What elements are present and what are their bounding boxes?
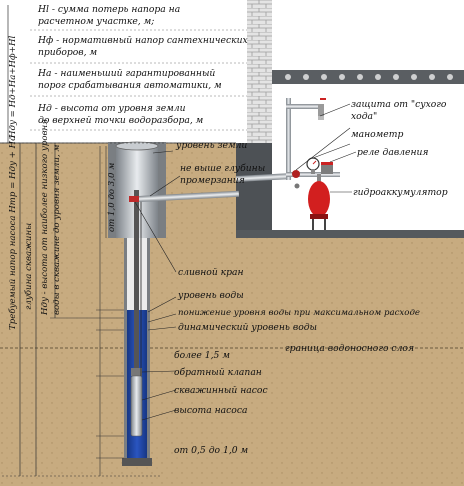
label-freeze-2: промерзания: [180, 175, 245, 186]
riser-pipe: [286, 98, 291, 180]
range-top: от 1,0 до 3,0 м: [107, 163, 117, 232]
check-valve: [131, 368, 142, 376]
supply-pipe: [138, 190, 240, 202]
label-dynamic-level: динамический уровень воды: [178, 322, 317, 333]
legend-hl-2: расчетном участке, м;: [38, 16, 154, 27]
required-head: Требуемый напор насоса Нтр = Нду + Нд: [7, 135, 18, 330]
foundation: [236, 143, 272, 235]
label-pressure-relay: реле давления: [357, 147, 429, 158]
drain-valve: [129, 196, 139, 202]
legend-hd-2: до верхней точки водоразбора, м: [38, 115, 203, 126]
legend-ha: На - наименьший гарантированный: [37, 68, 215, 79]
tap-icon: [318, 116, 324, 120]
label-aquifer: граница водоносного слоя: [285, 343, 414, 354]
basement-floor: [236, 230, 464, 238]
well-bottom: [122, 458, 152, 466]
dry-run-protection: [292, 170, 300, 178]
label-bottom-range: от 0,5 до 1,0 м: [174, 445, 248, 456]
label-pump: скважинный насос: [174, 385, 268, 396]
pressure-relay: [321, 164, 333, 174]
submersible-pump: [130, 375, 143, 437]
legend-hf: Нф - нормативный напор сантехнических: [37, 35, 249, 46]
well-depth: глубина скважины: [23, 223, 34, 310]
label-dry-run-1: защита от "сухого: [351, 99, 447, 110]
label-manometer: манометр: [351, 129, 403, 140]
label-accumulator: гидроаккумулятор: [353, 187, 448, 198]
label-ground-level: уровень земли: [175, 140, 247, 151]
label-check-valve: обратный клапан: [174, 367, 262, 378]
formula-hdu: Нду = Нд+На+Нф+Нl: [8, 36, 18, 139]
label-drawdown: понижение уровня воды при максимальном р…: [178, 308, 420, 318]
label-dry-run-2: хода": [351, 111, 377, 122]
label-pump-height: высота насоса: [174, 405, 247, 416]
hdu-description-1: Нду - высота от наиболее низкого уровня: [39, 119, 50, 316]
floor-slab: [272, 70, 464, 84]
label-more-than: более 1,5 м: [174, 350, 230, 361]
legend-hd: Нд - высота от уровня земли: [37, 103, 186, 114]
label-water-level: уровень воды: [177, 290, 244, 301]
legend-hf-2: приборов, м: [38, 47, 97, 58]
legend-ha-2: порог срабатывания автоматики, м: [38, 80, 222, 91]
drop-pipe: [134, 190, 139, 368]
hdu-description-2: воды в скважине до уровня земли, м: [52, 144, 62, 315]
label-freeze-1: не выше глубины: [180, 163, 265, 174]
legend-hl: Нl - сумма потерь напора на: [37, 4, 180, 15]
label-drain-valve: сливной кран: [178, 267, 244, 278]
hydro-accumulator: [308, 181, 330, 217]
